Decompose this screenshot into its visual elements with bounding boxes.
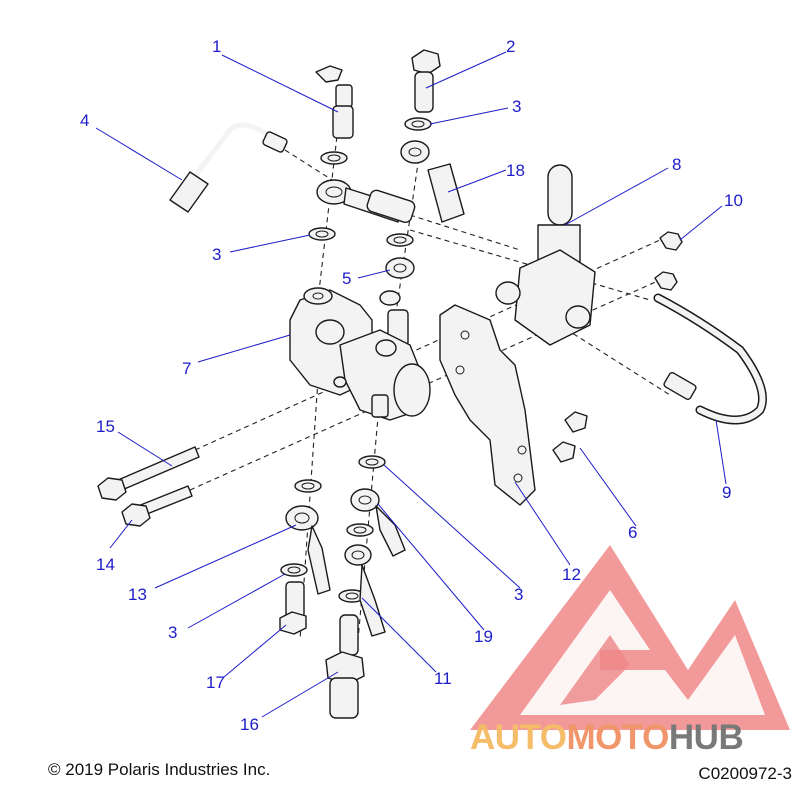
callout-17: 17 <box>206 673 225 692</box>
callout-numbers: 1 2 3 4 3 18 8 10 5 7 15 14 13 3 17 16 1… <box>80 37 743 734</box>
callout-15: 15 <box>96 417 115 436</box>
copyright-notice: © 2019 Polaris Industries Inc. <box>48 760 271 779</box>
banjo-fitting-19 <box>350 488 406 557</box>
callout-3-bottom-left: 3 <box>168 623 177 642</box>
watermark-hub: HUB <box>669 718 743 757</box>
leader-lines <box>95 51 727 718</box>
banjo-bolt-2 <box>411 49 441 113</box>
brake-line-4 <box>169 122 288 213</box>
bolts-6 <box>552 411 588 463</box>
callout-12: 12 <box>562 565 581 584</box>
callout-10: 10 <box>724 191 743 210</box>
bolt-14 <box>121 485 193 527</box>
banjo-fitting-upper <box>316 179 416 224</box>
callout-5: 5 <box>342 269 351 288</box>
banjo-bolt-17 <box>279 581 307 635</box>
bracket-12 <box>439 304 536 506</box>
callout-3-bottom-right: 3 <box>514 585 523 604</box>
callout-13: 13 <box>128 585 147 604</box>
callout-2: 2 <box>506 37 515 56</box>
callout-3-top: 3 <box>512 97 521 116</box>
bolt-15 <box>97 446 200 501</box>
callout-4: 4 <box>80 111 89 130</box>
banjo-fitting-13 <box>285 505 331 595</box>
alignment-lines <box>189 109 671 641</box>
callout-1: 1 <box>212 37 221 56</box>
callout-16: 16 <box>240 715 259 734</box>
pressure-switch-16 <box>325 614 365 719</box>
watermark-moto: MOTO <box>567 718 669 757</box>
diagram-id: C0200972-3 <box>698 764 792 783</box>
bleeder-screw-1 <box>315 65 354 139</box>
crush-washers <box>280 117 432 603</box>
banjo-fitting-18 <box>400 140 465 223</box>
callout-3-left: 3 <box>212 245 221 264</box>
callout-8: 8 <box>672 155 681 174</box>
callout-6: 6 <box>628 523 637 542</box>
callout-14: 14 <box>96 555 115 574</box>
watermark-text: AUTOMOTOHUB <box>470 718 743 757</box>
banjo-fitting-11 <box>344 544 386 637</box>
callout-18: 18 <box>506 161 525 180</box>
nuts-10 <box>654 231 683 291</box>
callout-11: 11 <box>434 669 452 688</box>
watermark-auto: AUTO <box>470 718 567 757</box>
automotohub-logo: AUTOMOTOHUB <box>470 545 790 757</box>
master-cylinder-7 <box>289 287 431 421</box>
callout-19: 19 <box>474 627 493 646</box>
callout-7: 7 <box>182 359 191 378</box>
brake-line-9 <box>653 293 767 425</box>
callout-9: 9 <box>722 483 731 502</box>
brake-switch-8 <box>495 164 596 346</box>
